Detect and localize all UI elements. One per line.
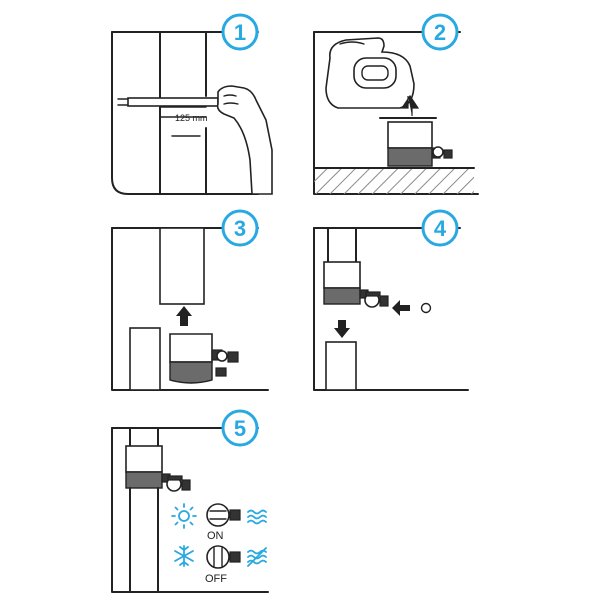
water-waves-crossed-icon [247,547,267,567]
filter-unit [323,261,389,308]
step-badge-3: 3 [221,209,259,247]
step-badge-5: 5 [221,409,259,447]
water-waves-icon [247,509,267,525]
svg-text:3: 3 [234,216,246,241]
svg-text:2: 2 [434,20,446,45]
filter-unit [169,333,239,384]
sun-icon [171,503,197,529]
panel-step-4 [313,227,469,391]
svg-text:1: 1 [234,20,246,45]
on-label: ON [207,530,224,542]
svg-text:5: 5 [234,416,246,441]
measurement-label: 125 mm [175,113,208,123]
off-label: OFF [205,573,227,585]
panel-step-5: ON OFF [111,427,269,593]
panel-step-3 [111,227,269,391]
measuring-tool [117,85,273,195]
filter-unit [387,121,453,167]
panel-step-2 [313,31,479,195]
panel-step-1: 125 mm [111,31,273,195]
filter-unit [125,445,191,492]
cleaning-bottle [325,37,415,109]
valve-handle-icon [206,503,241,527]
valve-handle-icon [206,545,241,569]
step-badge-1: 1 [221,13,259,51]
arrow-down-icon [334,320,350,338]
circle-icon [420,302,432,314]
snowflake-icon [174,545,194,567]
step-badge-2: 2 [421,13,459,51]
pipe [327,227,357,263]
counter-block [129,327,161,391]
faucet-spout [159,227,205,305]
countertop-hatch [314,168,474,194]
arrow-up-icon [176,306,192,326]
step-badge-4: 4 [421,209,459,247]
arrow-left-icon [392,300,410,316]
arrow-up-icon [400,94,420,116]
svg-text:4: 4 [434,216,447,241]
counter-block [325,341,357,391]
